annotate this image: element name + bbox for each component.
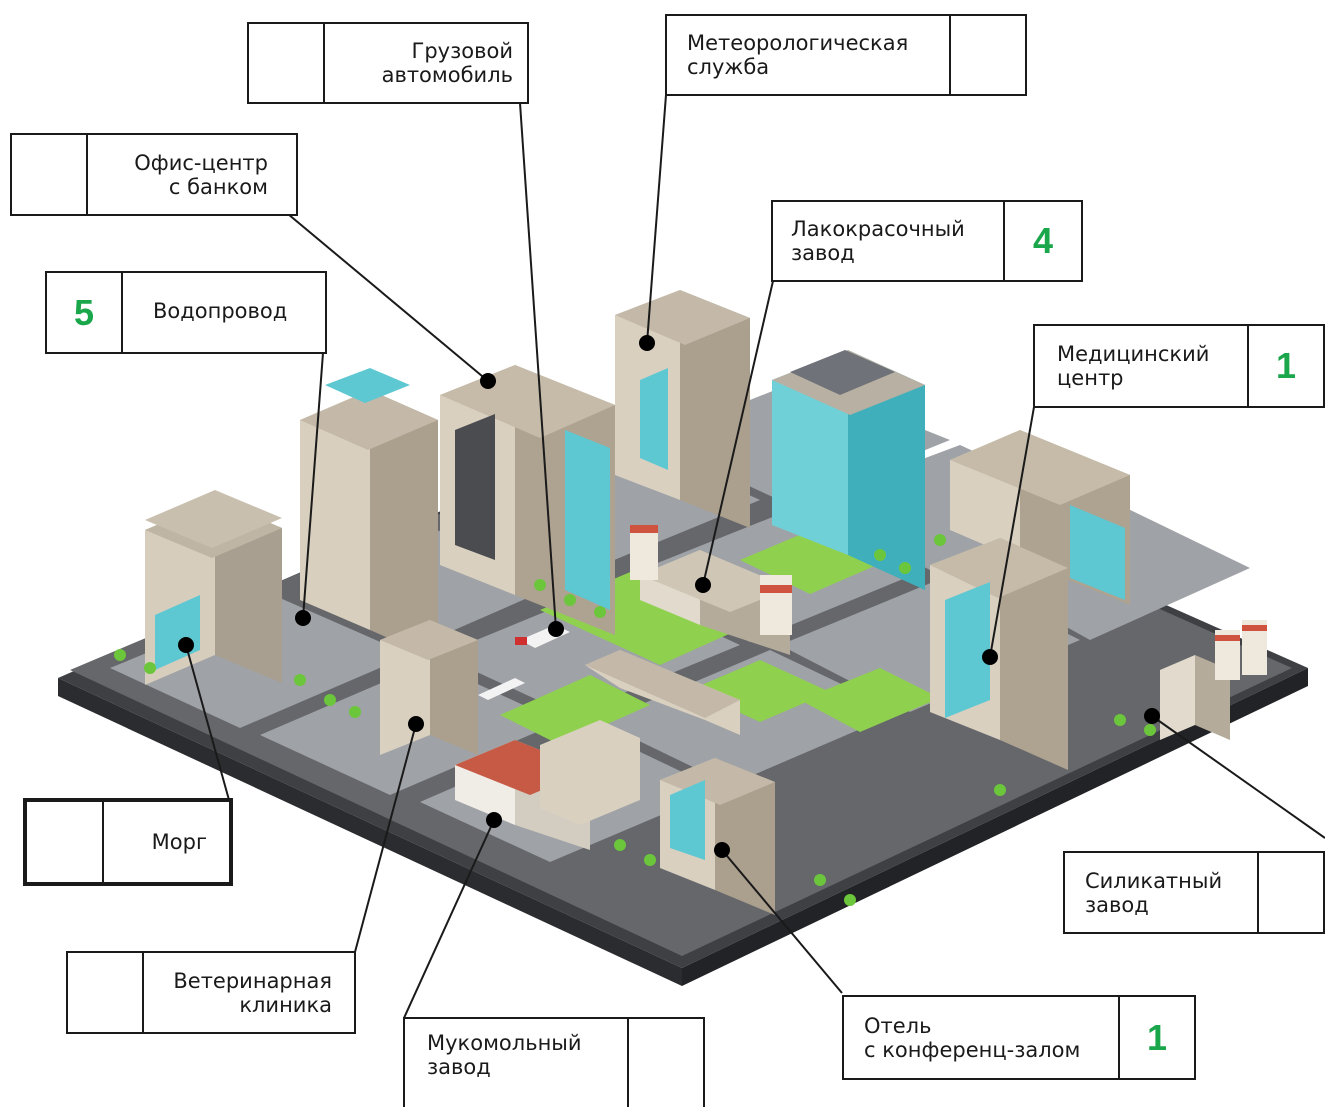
label-medical-text: Медицинский центр xyxy=(1057,342,1210,390)
paint-factory xyxy=(630,525,792,655)
hotel-building xyxy=(660,758,775,915)
label-office-number[interactable] xyxy=(12,135,88,214)
label-truck-number[interactable] xyxy=(249,24,325,102)
label-morgue-text: Морг xyxy=(151,830,207,854)
label-weather-text: Метеорологическая служба xyxy=(687,31,909,79)
label-water-number[interactable]: 5 xyxy=(47,273,123,352)
label-morgue: Морг xyxy=(23,798,233,886)
silicate-plant xyxy=(1160,620,1267,740)
label-silicate: Силикатный завод xyxy=(1063,851,1325,934)
label-paint: Лакокрасочный завод 4 xyxy=(771,200,1083,282)
label-truck-text: Грузовой автомобиль xyxy=(381,39,513,87)
label-mill-number[interactable] xyxy=(627,1019,703,1107)
label-vet-number[interactable] xyxy=(68,953,144,1032)
bridge-building xyxy=(585,650,740,735)
morgue-building xyxy=(145,490,282,685)
glass-building xyxy=(772,350,925,590)
label-office-text: Офис-центр с банком xyxy=(134,150,268,199)
tall-tower-left xyxy=(300,368,438,660)
vet-clinic-building xyxy=(380,620,478,755)
right-building-complex xyxy=(950,430,1130,605)
label-hotel-text: Отель с конференц-залом xyxy=(864,1013,1081,1062)
leader-lines xyxy=(185,94,1325,1019)
trees xyxy=(114,534,1156,906)
label-office: Офис-центр с банком xyxy=(10,133,298,216)
label-paint-number[interactable]: 4 xyxy=(1003,202,1081,280)
label-medical-number[interactable]: 1 xyxy=(1247,326,1323,406)
label-weather: Метеорологическая служба xyxy=(665,14,1027,96)
label-silicate-text: Силикатный завод xyxy=(1085,868,1223,917)
label-hotel-number[interactable]: 1 xyxy=(1118,997,1194,1078)
label-vet-text: Ветеринарная клиника xyxy=(173,968,332,1017)
medical-center-building xyxy=(930,538,1068,770)
label-vet: Ветеринарная клиника xyxy=(66,951,356,1034)
mill-building xyxy=(455,720,640,850)
label-paint-text: Лакокрасочный завод xyxy=(791,217,965,265)
label-truck: Грузовой автомобиль xyxy=(247,22,529,104)
weather-service-building xyxy=(615,290,750,528)
leader-dots xyxy=(178,335,1160,858)
label-silicate-number[interactable] xyxy=(1257,853,1323,932)
label-weather-number[interactable] xyxy=(949,16,1025,94)
label-mill-text: Мукомольный завод xyxy=(427,1031,582,1079)
label-mill: Мукомольный завод xyxy=(403,1017,705,1107)
label-water-text: Водопровод xyxy=(153,299,288,323)
label-water: 5 Водопровод xyxy=(45,271,327,354)
label-morgue-number[interactable] xyxy=(27,802,104,882)
label-hotel: Отель с конференц-залом 1 xyxy=(842,995,1196,1080)
label-medical: Медицинский центр 1 xyxy=(1033,324,1325,408)
